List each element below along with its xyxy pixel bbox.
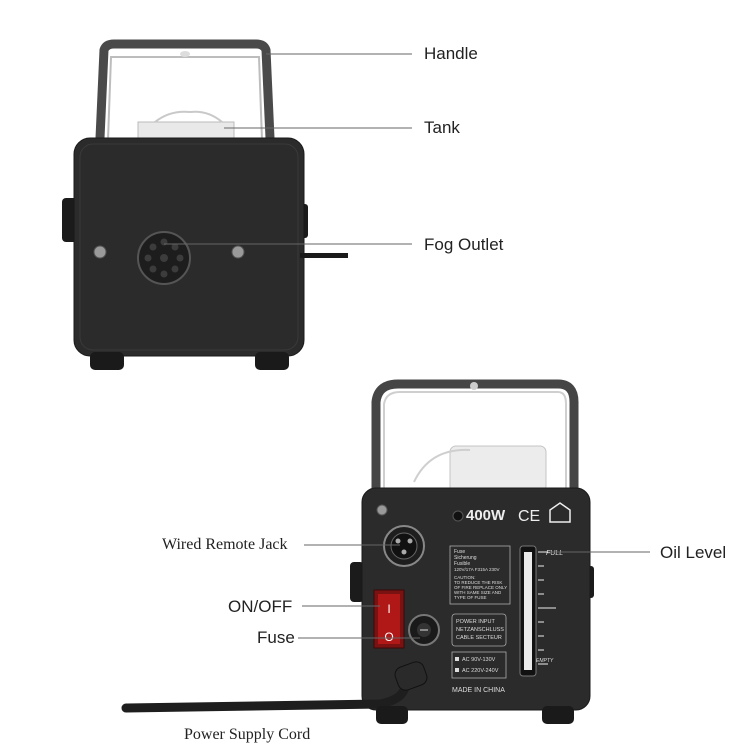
switch-on-symbol: I [387,602,390,616]
rear-handle [371,379,579,490]
svg-text:Fusible: Fusible [454,561,470,567]
svg-text:120V/17A F315A 230V: 120V/17A F315A 230V [454,567,500,572]
power-input-panel: POWER INPUT NETZANSCHLUSS CABLE SECTEUR [451,613,507,647]
svg-text:AC 220V-240V: AC 220V-240V [462,668,499,674]
front-foot-left [90,352,124,370]
rear-leader-lines [298,544,650,639]
svg-text:POWER INPUT: POWER INPUT [456,619,495,625]
svg-text:WITH SAME SIZE AND: WITH SAME SIZE AND [454,590,502,595]
fuse-holder [408,614,440,646]
callout-fog-outlet: Fog Outlet [424,235,504,254]
svg-text:AC 90V-130V: AC 90V-130V [462,657,496,663]
svg-text:CAUTION:: CAUTION: [454,575,476,580]
front-leader-lines [164,53,412,245]
svg-text:TO REDUCE THE RISK: TO REDUCE THE RISK [454,580,502,585]
tank [137,110,235,143]
power-supply-cord [121,661,428,713]
svg-text:OF FIRE REPLACE ONLY: OF FIRE REPLACE ONLY [454,585,507,590]
callout-oil-level: Oil Level [660,543,727,562]
front-foot-right [255,352,289,370]
callout-power-supply-cord: Power Supply Cord [184,726,311,743]
front-view-machine [62,39,348,370]
fog-outlet [137,231,191,285]
callout-handle: Handle [424,44,478,63]
gauge-full-label: FULL [546,550,563,557]
svg-text:TYPE OF FUSE: TYPE OF FUSE [454,595,487,600]
gauge-empty-label: EMPTY [536,658,554,664]
rear-view-machine: I O 400W CE Fuse Sicherung Fusible 120V/… [121,379,594,724]
oil-level-gauge: FULL EMPTY [519,545,563,677]
svg-text:NETZANSCHLUSS: NETZANSCHLUSS [456,627,504,633]
svg-text:Sicherung: Sicherung [454,555,477,561]
front-body [73,137,305,357]
switch-off-symbol: O [384,630,393,644]
svg-text:Fuse: Fuse [454,549,465,555]
indoor-use-icon [549,502,571,523]
fuse-info-panel: Fuse Sicherung Fusible 120V/17A F315A 23… [449,545,511,605]
callout-tank: Tank [424,118,460,137]
wattage-label: 400W [466,507,506,524]
ce-mark: CE [518,508,540,525]
made-in-label: MADE IN CHINA [452,687,505,694]
voltage-panel: AC 90V-130V AC 220V-240V [451,651,507,679]
handle [95,39,275,139]
wired-remote-jack [376,504,425,567]
svg-text:CABLE SECTEUR: CABLE SECTEUR [456,635,502,641]
rear-tank [449,445,547,493]
callout-wired-remote-jack: Wired Remote Jack [162,536,288,553]
on-off-switch: I O [373,589,405,649]
callout-fuse: Fuse [257,628,295,647]
callout-on-off: ON/OFF [228,597,293,616]
